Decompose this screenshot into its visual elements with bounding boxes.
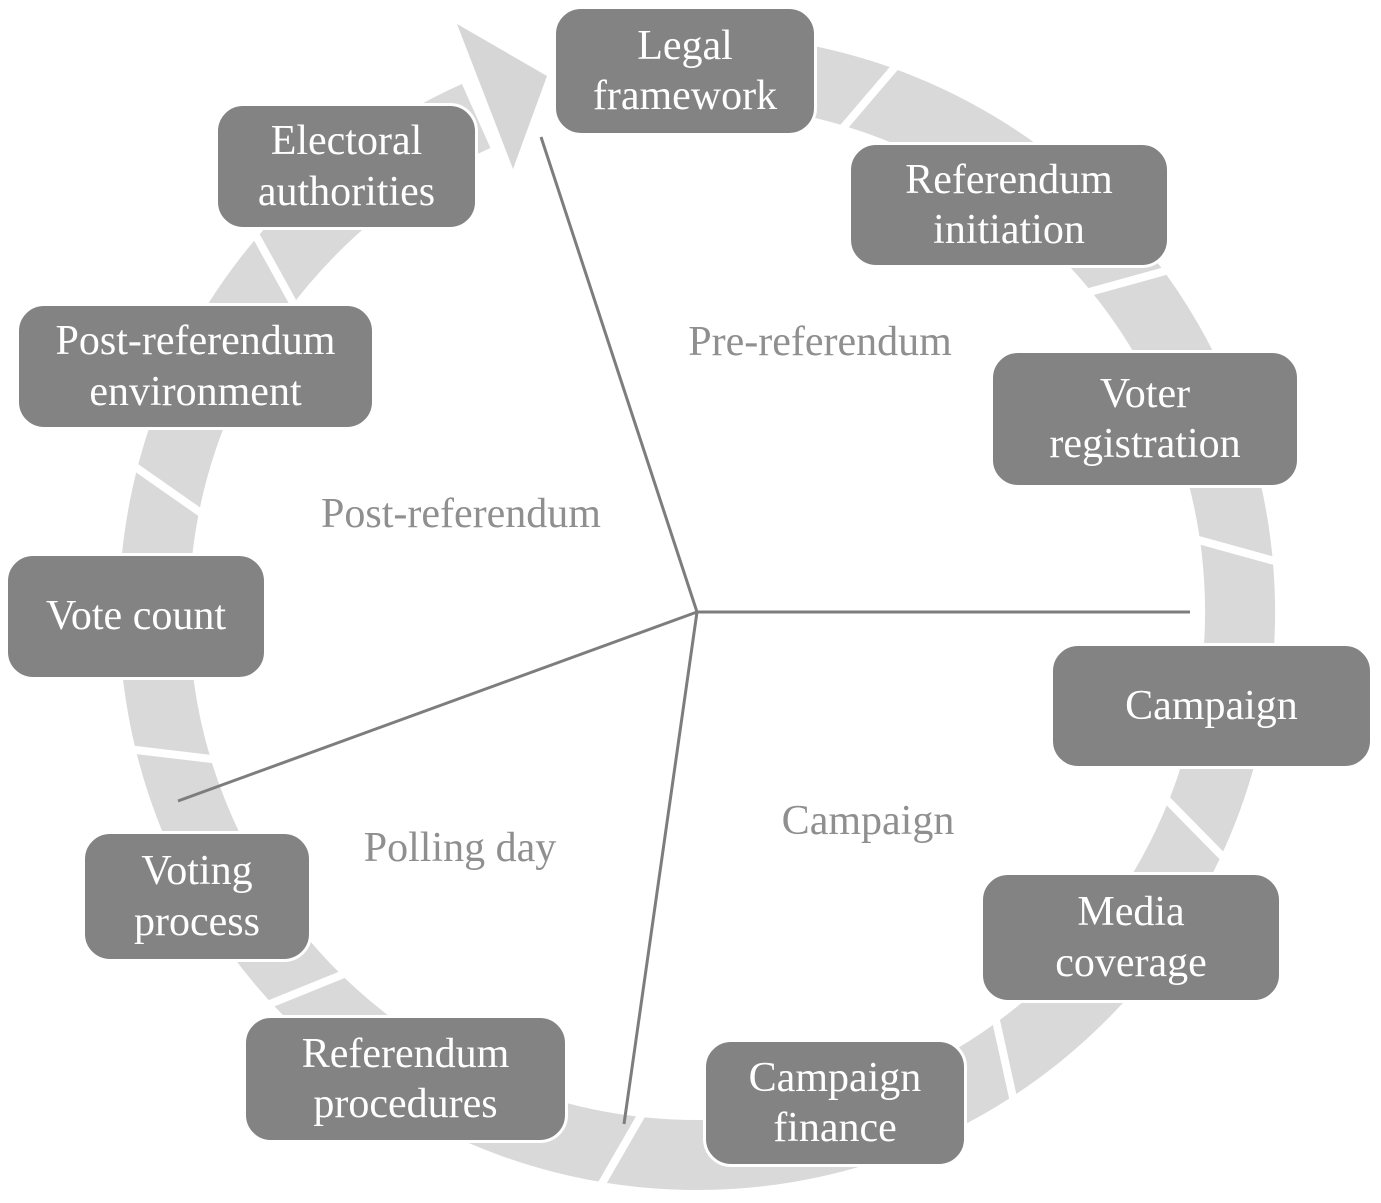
node-voter-registration: Voter registration <box>990 350 1300 488</box>
sector-divider-left <box>177 610 698 803</box>
sector-label-post-referendum: Post-referendum <box>321 491 601 537</box>
node-vote-count: Vote count <box>5 553 267 680</box>
sector-label-pre-referendum: Pre-referendum <box>688 319 952 365</box>
node-referendum-initiation: Referendum initiation <box>848 142 1170 268</box>
sector-divider-bottom <box>622 611 699 1125</box>
band-gap <box>595 1108 648 1191</box>
node-legal-framework: Legal framework <box>553 6 817 136</box>
node-post-referendum-environment: Post-referendum environment <box>16 303 375 430</box>
node-referendum-procedures: Referendum procedures <box>243 1015 568 1143</box>
band-gap <box>128 460 208 519</box>
sector-dividers <box>177 136 1190 1125</box>
band-gap <box>1083 265 1173 298</box>
sector-divider-top-left <box>539 136 699 613</box>
node-media-coverage: Media coverage <box>980 872 1282 1003</box>
node-campaign: Campaign <box>1050 643 1373 769</box>
node-voting-process: Voting process <box>82 831 312 962</box>
band-gap <box>990 1014 1019 1105</box>
node-electoral-authorities: Electoral authorities <box>215 103 478 230</box>
band-gap <box>127 745 219 764</box>
cycle-arrow-head-icon <box>457 24 547 169</box>
band-gap <box>1160 793 1230 864</box>
cycle-band-gaps <box>127 60 1281 1191</box>
band-gap <box>1192 534 1281 567</box>
node-campaign-finance: Campaign finance <box>703 1039 967 1167</box>
band-gap <box>249 228 301 312</box>
band-gap <box>263 968 350 1010</box>
sector-label-polling-day: Polling day <box>363 825 557 871</box>
sector-label-campaign: Campaign <box>781 798 955 844</box>
band-gap <box>837 60 902 134</box>
